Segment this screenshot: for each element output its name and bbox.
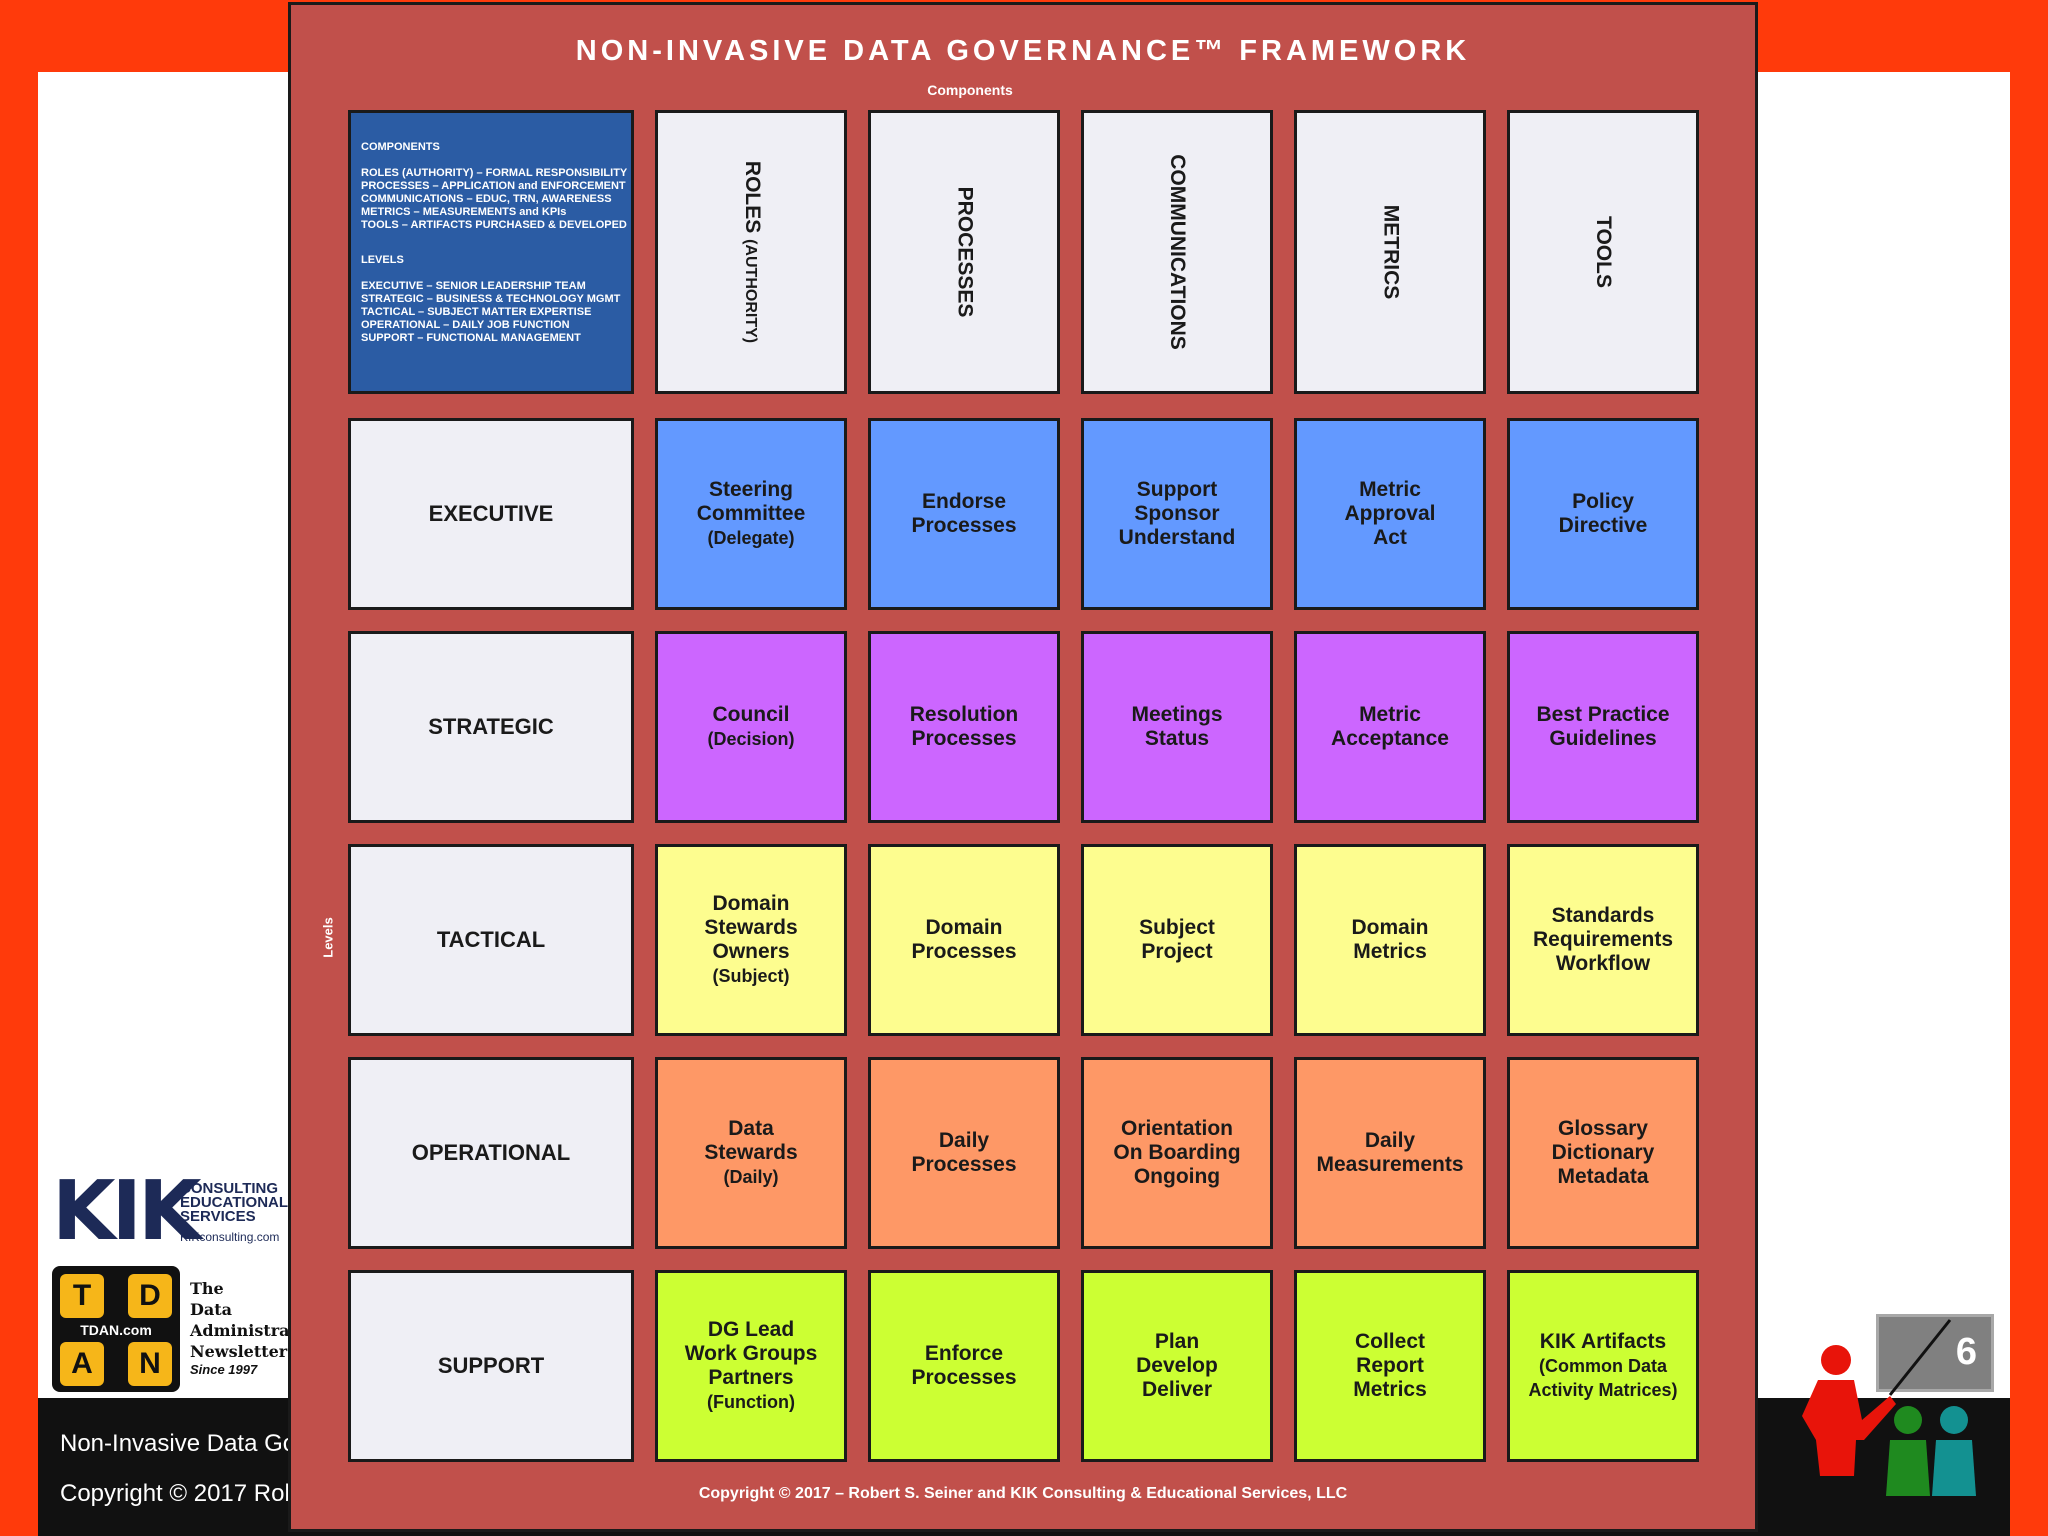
legend-level-item: STRATEGIC – BUSINESS & TECHNOLOGY MGMT bbox=[361, 293, 621, 305]
legend-level-item: TACTICAL – SUBJECT MATTER EXPERTISE bbox=[361, 306, 592, 318]
cell-support-tools: KIK Artifacts(Common Data Activity Matri… bbox=[1507, 1270, 1699, 1462]
tdan-logo-badge: T D TDAN.com A N bbox=[52, 1266, 180, 1392]
tdan-logo: T D TDAN.com A N The Data Administration… bbox=[52, 1266, 292, 1394]
row-header-strategic: STRATEGIC bbox=[348, 631, 634, 823]
framework-copyright: Copyright © 2017 – Robert S. Seiner and … bbox=[698, 1485, 1348, 1502]
legend-component-item: ROLES (AUTHORITY) – FORMAL RESPONSIBILIT… bbox=[361, 167, 628, 179]
column-header-roles: ROLES (AUTHORITY) bbox=[655, 110, 847, 394]
cell-strategic-roles: Council(Decision) bbox=[655, 631, 847, 823]
column-header-processes: PROCESSES bbox=[868, 110, 1060, 394]
slide-left-border bbox=[0, 0, 38, 1536]
slide-number-badge: 6 bbox=[1876, 1314, 1994, 1392]
framework-legend: COMPONENTS ROLES (AUTHORITY) – FORMAL RE… bbox=[348, 110, 634, 394]
row-header-executive: EXECUTIVE bbox=[348, 418, 634, 610]
legend-component-item: COMMUNICATIONS – EDUC, TRN, AWARENESS bbox=[361, 193, 612, 205]
framework-title: NON-INVASIVE DATA GOVERNANCE™ FRAMEWORK bbox=[575, 35, 1471, 67]
row-header-support: SUPPORT bbox=[348, 1270, 634, 1462]
column-header-tools: TOOLS bbox=[1507, 110, 1699, 394]
footer-title: Non-Invasive Data Gov bbox=[60, 1430, 309, 1457]
legend-component-item: TOOLS – ARTIFACTS PURCHASED & DEVELOPED bbox=[361, 219, 627, 231]
column-header-metrics: METRICS bbox=[1294, 110, 1486, 394]
presenter-icon bbox=[1802, 1319, 1976, 1496]
row-header-tactical: TACTICAL bbox=[348, 844, 634, 1036]
legend-levels-heading: LEVELS bbox=[361, 254, 404, 266]
legend-component-item: PROCESSES – APPLICATION and ENFORCEMENT bbox=[361, 180, 626, 192]
row-header-operational: OPERATIONAL bbox=[348, 1057, 634, 1249]
footer-copyright: Copyright © 2017 Rob bbox=[60, 1480, 298, 1507]
legend-level-item: OPERATIONAL – DAILY JOB FUNCTION bbox=[361, 319, 570, 331]
column-header-communications: COMMUNICATIONS bbox=[1081, 110, 1273, 394]
kik-logo-url: KIKconsulting.com bbox=[180, 1230, 280, 1244]
tdan-logo-since: Since 1997 bbox=[190, 1362, 258, 1377]
levels-axis-label: Levels bbox=[320, 917, 336, 958]
kik-logo: KIK CONSULTING EDUCATIONAL SERVICES KIKc… bbox=[52, 1172, 292, 1252]
legend-level-item: SUPPORT – FUNCTIONAL MANAGEMENT bbox=[361, 332, 581, 344]
kik-logo-text: CONSULTING EDUCATIONAL SERVICES bbox=[180, 1180, 289, 1225]
components-axis-label: Components bbox=[927, 82, 1013, 98]
legend-level-item: EXECUTIVE – SENIOR LEADERSHIP TEAM bbox=[361, 280, 586, 292]
legend-components-heading: COMPONENTS bbox=[361, 141, 440, 153]
slide-right-border bbox=[2010, 0, 2048, 1536]
slide-number: 6 bbox=[1955, 1331, 1977, 1373]
kik-logo-letters: KIK bbox=[52, 1172, 202, 1252]
tdan-logo-text: The Data Administration Newsletter bbox=[190, 1279, 292, 1361]
legend-component-item: METRICS – MEASUREMENTS and KPIs bbox=[361, 206, 567, 218]
